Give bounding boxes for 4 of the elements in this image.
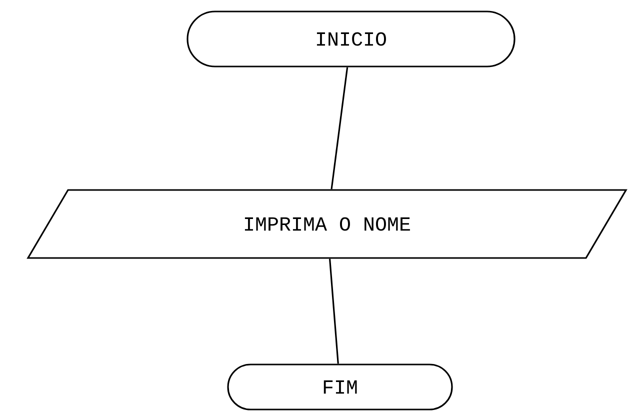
connector-line bbox=[328, 258, 339, 364]
connector-line bbox=[330, 67, 348, 190]
terminal-box: FIM bbox=[227, 364, 453, 410]
terminal-box: INICIO bbox=[186, 10, 516, 68]
